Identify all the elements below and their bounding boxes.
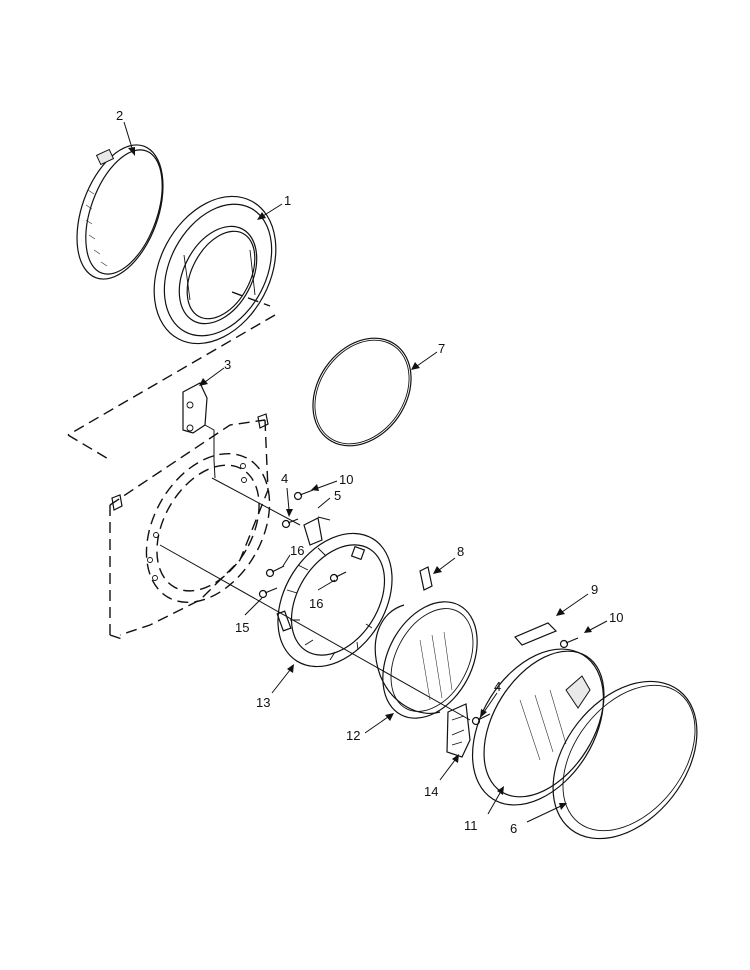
callout-11: 11 [464,818,478,833]
callout-1: 1 [284,193,291,208]
callout-16a: 16 [290,543,304,558]
screw-10a [293,489,314,501]
part-9-plate [514,622,558,646]
assembly-dashed-lines [67,291,276,641]
part-6-door-trim [552,680,698,840]
part-11-outer-door [471,648,605,806]
part-5-clip [303,516,331,546]
callout-15: 15 [235,620,249,635]
callout-13: 13 [256,695,270,710]
callout-3: 3 [224,357,231,372]
callout-labels: 2 1 7 3 4 10 5 16 8 9 16 10 15 4 13 12 1… [116,108,623,836]
assembly-axis-lines [159,477,471,721]
part-2-clamp-band [76,144,164,280]
callout-6: 6 [510,821,517,836]
callout-7: 7 [438,341,445,356]
part-12-door-bowl [374,601,478,719]
leader-lines [123,121,608,823]
callout-10b: 10 [609,610,623,625]
callout-4b: 4 [494,679,501,694]
callout-2: 2 [116,108,123,123]
part-8-bracket [419,566,433,591]
callout-12: 12 [346,728,360,743]
part-7-seal-ring [312,337,412,447]
part-13-inner-frame [276,532,393,668]
screw-15 [258,587,278,599]
screw-10b [559,637,579,649]
callout-10a: 10 [339,472,353,487]
callout-5: 5 [334,488,341,503]
part-3-bracket [182,382,216,479]
screw-16b [329,571,347,583]
part-14-latch [446,703,471,758]
callout-9: 9 [591,582,598,597]
callout-16b: 16 [309,596,323,611]
callout-8: 8 [457,544,464,559]
callout-4a: 4 [281,471,288,486]
front-panel-frame [109,413,271,636]
screw-4b [471,713,491,726]
screws [258,489,579,726]
part-1-front-ring [153,195,277,345]
screw-16a [265,565,285,578]
callout-14: 14 [424,784,438,799]
